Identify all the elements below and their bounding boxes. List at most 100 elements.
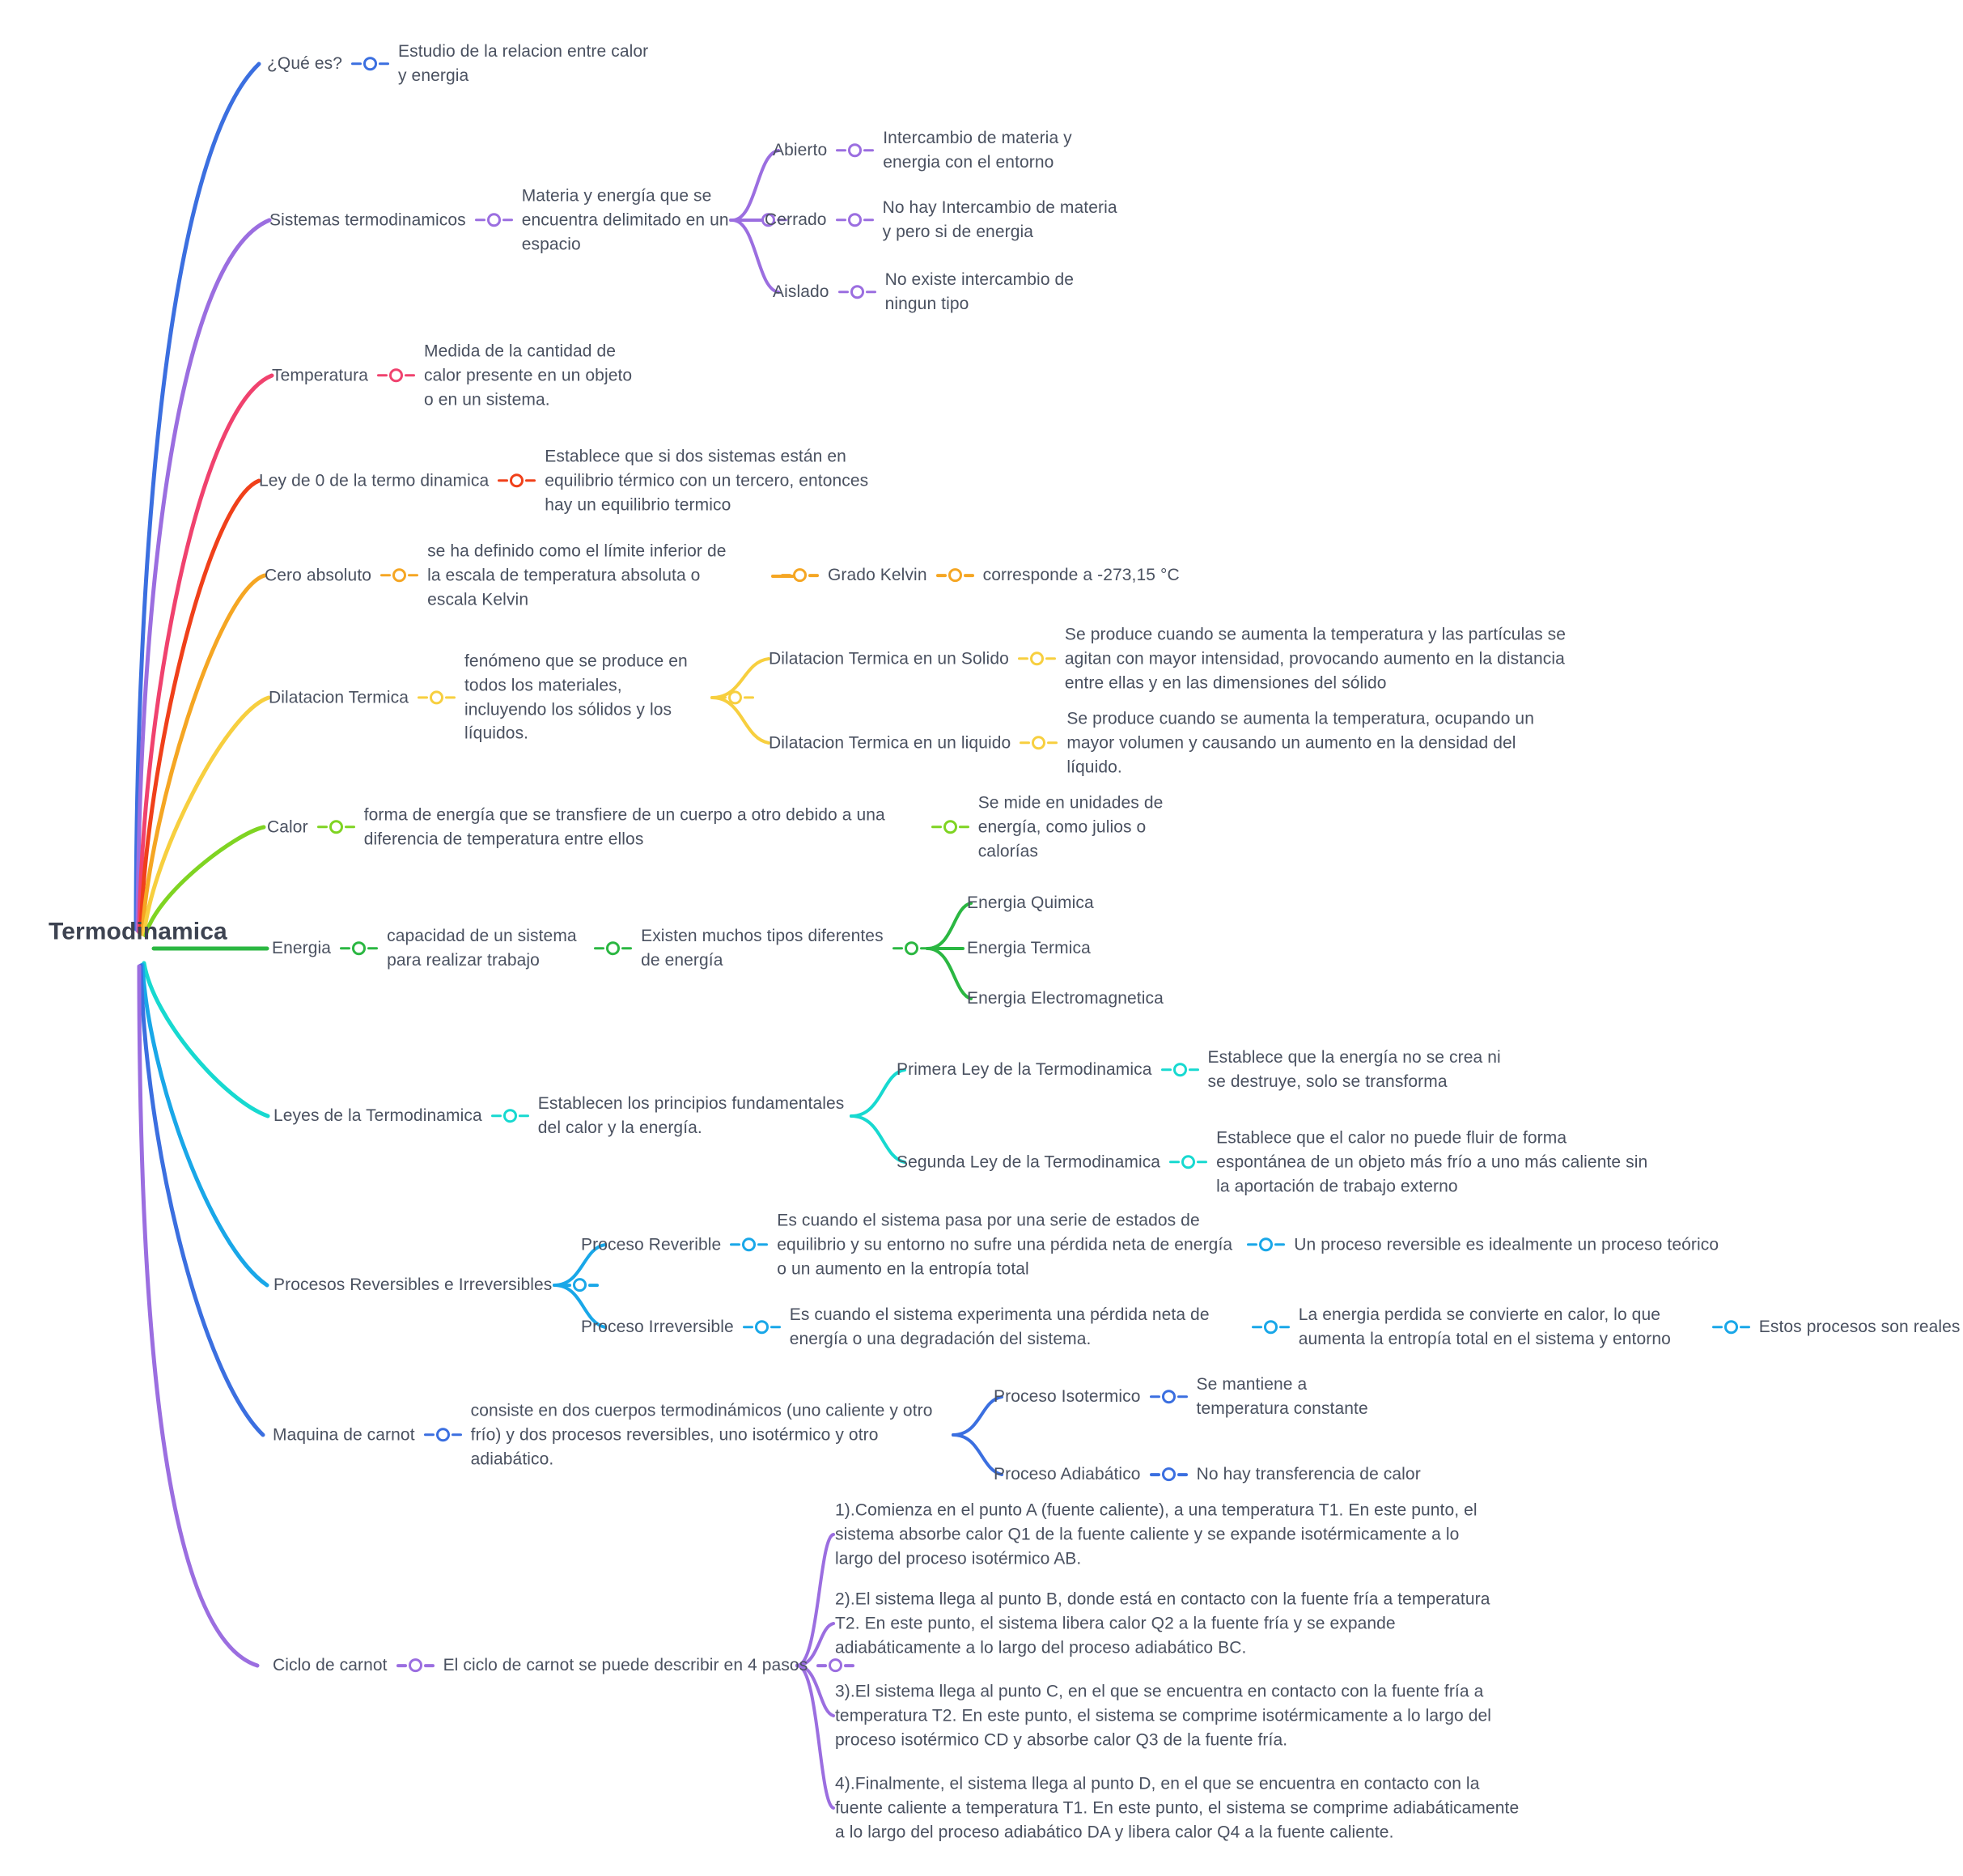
connector-bullet[interactable] (730, 1237, 769, 1252)
node-proceso-reverible[interactable]: Proceso Reverible Es cuando el sistema p… (581, 1208, 1719, 1280)
node-temperatura[interactable]: Temperatura Medida de la cantidad de cal… (272, 339, 638, 411)
node-label: Proceso Reverible (581, 1235, 722, 1254)
node-calor[interactable]: Calor forma de energía que se transfiere… (267, 791, 1164, 863)
node-energia[interactable]: Energia capacidad de un sistema para rea… (272, 924, 931, 973)
connector-bullet[interactable] (1017, 652, 1056, 666)
node-description: Es cuando el sistema experimenta una pér… (789, 1305, 1210, 1348)
connector-bullet[interactable] (380, 568, 419, 583)
node-label: Ciclo de carnot (273, 1656, 388, 1675)
node-proceso-irreversible[interactable]: Proceso Irreversible Es cuando el sistem… (581, 1303, 1961, 1352)
node-label: 3).El sistema llega al punto C, en el qu… (835, 1682, 1492, 1749)
connector-bullet[interactable] (1711, 1320, 1750, 1335)
node-description: Medida de la cantidad de calor presente … (424, 342, 633, 409)
connector-bullet[interactable] (816, 1658, 855, 1673)
connector-bullet[interactable] (1160, 1063, 1199, 1077)
node-label: 2).El sistema llega al punto B, donde es… (835, 1590, 1490, 1657)
node-energia-termica[interactable]: Energia Termica (967, 936, 1091, 961)
root-node[interactable]: Termodinamica (49, 915, 227, 950)
node-label: Leyes de la Termodinamica (273, 1106, 482, 1126)
node-description: corresponde a -273,15 °C (982, 566, 1180, 585)
node-leyes-termodinamica[interactable]: Leyes de la Termodinamica Establecen los… (273, 1092, 854, 1140)
node-description: fenómeno que se produce en todos los mat… (464, 652, 688, 743)
node-label: Dilatacion Termica en un Solido (769, 649, 1009, 668)
node-label: Temperatura (272, 366, 368, 385)
connector-bullet[interactable] (474, 213, 513, 227)
connector-bullet[interactable] (351, 57, 390, 71)
node-label: Proceso Irreversible (581, 1318, 734, 1337)
connector-bullet[interactable] (742, 1320, 781, 1335)
node-description: consiste en dos cuerpos termodinámicos (… (470, 1401, 933, 1468)
node-dilatacion-termica[interactable]: Dilatacion Termica fenómeno que se produ… (269, 649, 754, 745)
connector-bullet[interactable] (748, 213, 787, 227)
connector-bullet[interactable] (594, 941, 633, 956)
node-description: Estudio de la relacion entre calor y ene… (398, 42, 649, 85)
node-description: No existe intercambio de ningun tipo (884, 270, 1075, 313)
connector-bullet[interactable] (837, 285, 876, 299)
node-aislado[interactable]: Aislado No existe intercambio de ningun … (773, 268, 1128, 316)
node-que-es[interactable]: ¿Qué es? Estudio de la relacion entre ca… (267, 40, 649, 88)
connector-bullet[interactable] (423, 1428, 462, 1442)
node-description: No hay Intercambio de materia y pero si … (882, 198, 1117, 241)
connector-bullet[interactable] (935, 568, 974, 583)
node-label: Ley de 0 de la termo dinamica (259, 471, 490, 490)
connector-bullet[interactable] (835, 213, 874, 227)
connector-bullet[interactable] (931, 820, 969, 834)
node-energia-electromagnetica[interactable]: Energia Electromagnetica (967, 987, 1164, 1011)
node-sub-description: La energia perdida se convierte en calor… (1298, 1305, 1671, 1348)
node-description: Se produce cuando se aumenta la temperat… (1064, 625, 1567, 692)
node-sub-description: Existen muchos tipos diferentes de energ… (641, 927, 884, 970)
connector-bullet[interactable] (1149, 1390, 1188, 1404)
connector-bullet[interactable] (377, 368, 415, 383)
connector-bullet[interactable] (1020, 736, 1058, 750)
node-label: Dilatacion Termica (269, 688, 409, 707)
node-maquina-carnot[interactable]: Maquina de carnot consiste en dos cuerpo… (273, 1399, 956, 1471)
connector-bullet[interactable] (498, 473, 536, 488)
node-primera-ley[interactable]: Primera Ley de la Termodinamica Establec… (897, 1046, 1511, 1094)
node-leaf: Estos procesos son reales (1758, 1318, 1961, 1337)
node-dilatacion-liquido[interactable]: Dilatacion Termica en un liquido Se prod… (769, 707, 1552, 779)
connector-bullet[interactable] (417, 690, 456, 705)
node-proceso-adiabatico[interactable]: Proceso Adiabático No hay transferencia … (994, 1462, 1421, 1487)
node-label: Cero absoluto (265, 566, 372, 585)
node-label: Dilatacion Termica en un liquido (769, 733, 1011, 753)
connector-bullet[interactable] (1251, 1320, 1290, 1335)
node-grado-kelvin[interactable]: Grado Kelvin corresponde a -273,15 °C (781, 563, 1180, 588)
connector-bullet[interactable] (1149, 1467, 1188, 1482)
node-procesos-reversibles[interactable]: Procesos Reversibles e Irreversibles (273, 1273, 600, 1297)
node-description: Se mantiene a temperatura constante (1196, 1375, 1368, 1418)
node-sistemas-termodinamicos[interactable]: Sistemas termodinamicos Materia y energí… (269, 184, 787, 256)
node-ciclo-paso-1[interactable]: 1).Comienza en el punto A (fuente calien… (835, 1498, 1499, 1570)
connector-bullet[interactable] (340, 941, 379, 956)
node-ciclo-carnot[interactable]: Ciclo de carnot El ciclo de carnot se pu… (273, 1653, 855, 1678)
node-label: Proceso Isotermico (994, 1387, 1141, 1407)
connector-bullet[interactable] (1169, 1155, 1208, 1169)
connector-bullet[interactable] (892, 941, 931, 956)
node-description: Intercambio de materia y energia con el … (883, 129, 1072, 172)
connector-bullet[interactable] (396, 1658, 435, 1673)
connector-bullet[interactable] (316, 820, 355, 834)
node-segunda-ley[interactable]: Segunda Ley de la Termodinamica Establec… (897, 1126, 1653, 1198)
node-proceso-isotermico[interactable]: Proceso Isotermico Se mantiene a tempera… (994, 1373, 1399, 1421)
connector-bullet[interactable] (781, 568, 819, 583)
connector-bullet[interactable] (561, 1278, 600, 1292)
connector-bullet[interactable] (490, 1109, 529, 1123)
node-abierto[interactable]: Abierto Intercambio de materia y energia… (773, 126, 1126, 175)
node-dilatacion-solido[interactable]: Dilatacion Termica en un Solido Se produ… (769, 622, 1599, 694)
node-label: Abierto (773, 141, 828, 160)
node-ciclo-paso-4[interactable]: 4).Finalmente, el sistema llega al punto… (835, 1772, 1531, 1844)
node-description: Establece que el calor no puede fluir de… (1216, 1128, 1648, 1195)
connector-bullet[interactable] (836, 143, 875, 158)
node-ley-cero[interactable]: Ley de 0 de la termo dinamica Establece … (259, 444, 884, 516)
connector-bullet[interactable] (715, 690, 754, 705)
node-label: Energia (272, 939, 332, 958)
connector-bullet[interactable] (1247, 1237, 1286, 1252)
node-description: Se produce cuando se aumenta la temperat… (1066, 709, 1534, 776)
node-ciclo-paso-2[interactable]: 2).El sistema llega al punto B, donde es… (835, 1587, 1499, 1659)
node-cero-absoluto[interactable]: Cero absoluto se ha definido como el lím… (265, 539, 743, 611)
node-label: Energia Quimica (967, 893, 1094, 913)
node-energia-quimica[interactable]: Energia Quimica (967, 891, 1094, 915)
node-cerrado[interactable]: Cerrado No hay Intercambio de materia y … (765, 196, 1126, 244)
node-ciclo-paso-3[interactable]: 3).El sistema llega al punto C, en el qu… (835, 1679, 1515, 1751)
node-description: capacidad de un sistema para realizar tr… (387, 927, 577, 970)
